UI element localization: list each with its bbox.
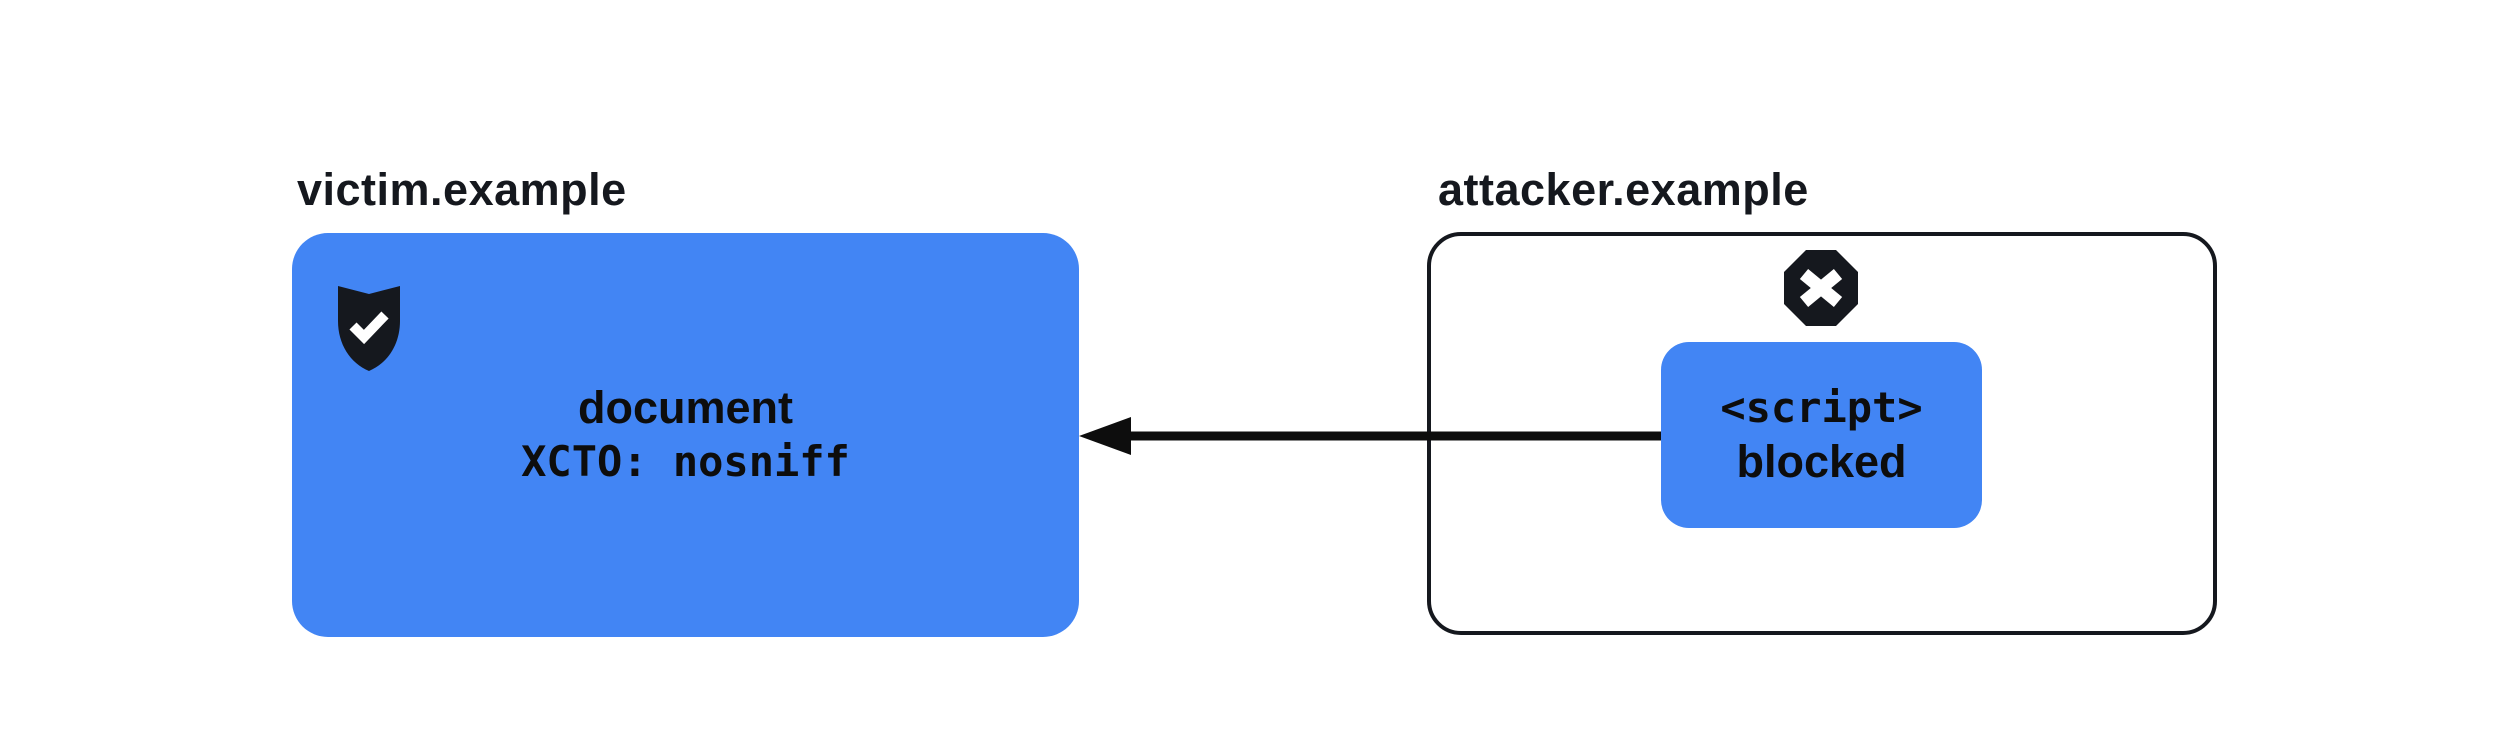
shield-check-icon [338,286,400,371]
document-label: document [577,382,793,433]
victim-box-text: document XCTO: nosniff [521,381,850,489]
blocked-script-box: <script> blocked [1661,342,1982,528]
attacker-domain-label: attacker.example [1438,164,1809,215]
blocked-label: blocked [1736,436,1907,487]
xcto-nosniff-header: XCTO: nosniff [521,437,850,486]
victim-domain-label: victim.example [297,164,627,215]
blocked-script-text: <script> blocked [1720,381,1922,489]
victim-document-box: document XCTO: nosniff [292,233,1079,637]
x-octagon-icon [1784,250,1858,326]
script-tag-label: <script> [1720,383,1923,432]
attacker-page-box: <script> blocked [1427,232,2217,635]
